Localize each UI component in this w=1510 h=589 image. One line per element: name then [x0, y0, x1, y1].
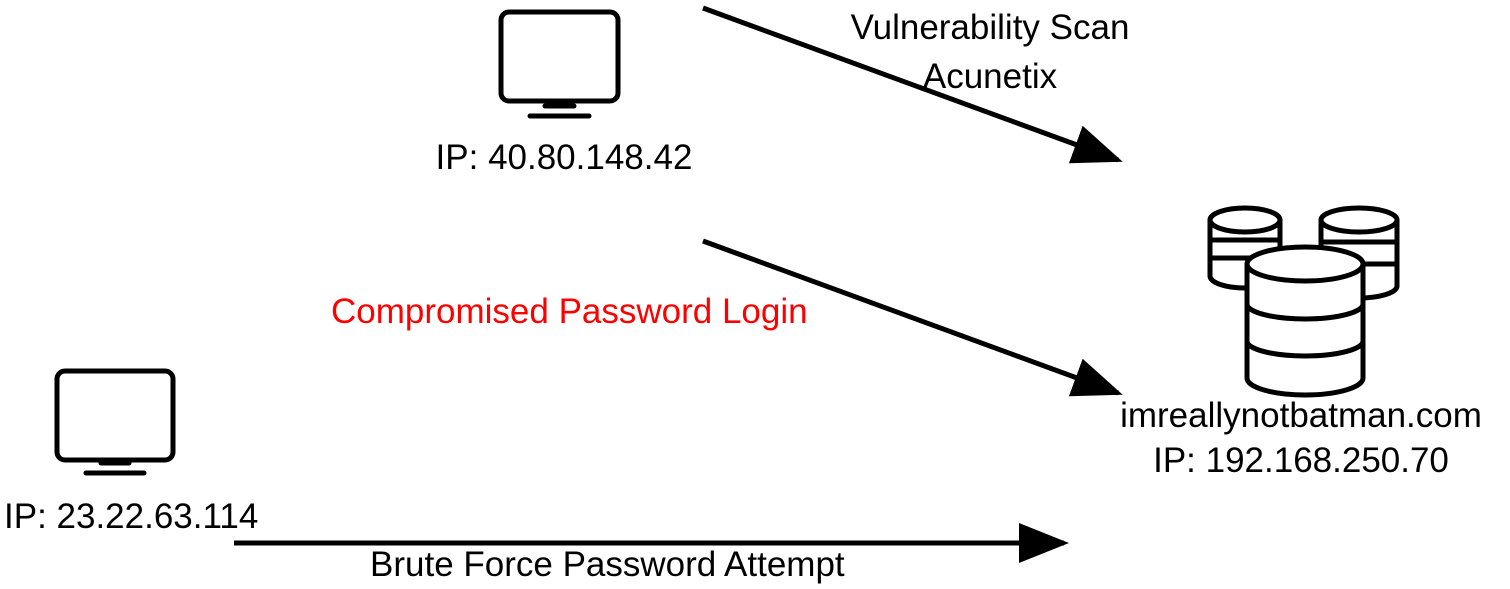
attacker-monitor-icon — [54, 368, 176, 476]
scan-label-line1: Vulnerability Scan — [850, 8, 1130, 47]
server-ip-label: IP: 192.168.250.70 — [1153, 441, 1449, 480]
scanner-ip-label: IP: 40.80.148.42 — [435, 138, 693, 177]
attacker-ip-label: IP: 23.22.63.114 — [4, 497, 259, 536]
scan-label-line2: Acunetix — [922, 57, 1058, 96]
scanner-monitor-icon — [498, 9, 621, 119]
scan-arrow — [702, 5, 1123, 164]
database-servers-icon — [1207, 205, 1400, 398]
compromised-login-label: Compromised Password Login — [331, 292, 808, 331]
compromised-login-arrow — [702, 238, 1123, 397]
server-hostname-label: imreallynotbatman.com — [1120, 396, 1482, 435]
database-front-icon — [1244, 244, 1366, 398]
brute-force-label: Brute Force Password Attempt — [370, 545, 845, 584]
